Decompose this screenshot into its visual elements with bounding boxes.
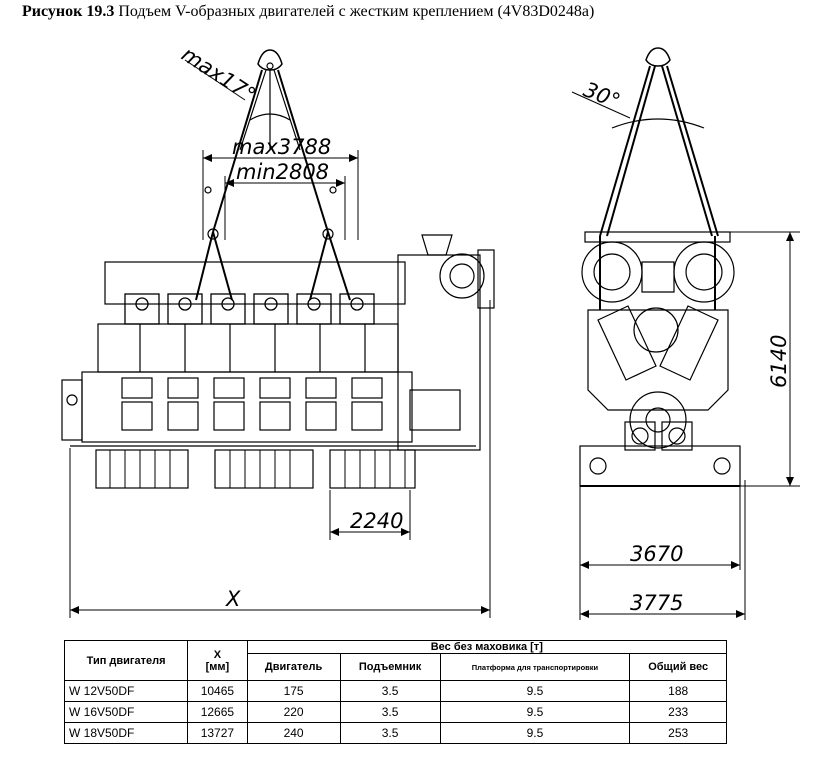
offset-label: 2240 xyxy=(350,509,403,533)
header-engine-type: Тип двигателя xyxy=(63,640,189,681)
header-total: Общий вес xyxy=(629,653,727,681)
end-view xyxy=(579,47,741,487)
cell-type: W 12V50DF xyxy=(63,680,189,702)
side-view xyxy=(61,49,495,489)
header-x-unit: [мм] xyxy=(205,660,230,673)
end-dimensions xyxy=(571,91,800,620)
cell-x: 13727 xyxy=(187,722,248,744)
min-width-label: min2808 xyxy=(236,160,329,184)
cell-type: W 16V50DF xyxy=(63,701,189,723)
max-angle-label: max17° xyxy=(177,42,260,107)
frame-ribs xyxy=(109,450,406,488)
header-lifter: Подъемник xyxy=(339,653,441,681)
cell-lifter: 3.5 xyxy=(339,722,441,744)
cell-engine: 240 xyxy=(246,722,341,744)
cell-platform: 9.5 xyxy=(439,722,631,744)
figure-number: Рисунок 19.3 xyxy=(22,3,115,20)
table-row: W 18V50DF 13727 240 3.5 9.5 253 xyxy=(63,722,727,744)
lifting-hook-side xyxy=(257,49,283,71)
sling-angle-label: 30° xyxy=(580,77,624,113)
length-label: X xyxy=(225,587,241,611)
figure-title: Подъем V-образных двигателей с жестким к… xyxy=(118,3,595,20)
cell-total: 188 xyxy=(629,680,727,702)
cell-lifter: 3.5 xyxy=(339,680,441,702)
header-engine: Двигатель xyxy=(246,653,341,681)
table-row: W 12V50DF 10465 175 3.5 9.5 188 xyxy=(63,680,727,702)
height-label: 6140 xyxy=(767,335,791,388)
cell-x: 12665 xyxy=(187,701,248,723)
table-row: W 16V50DF 12665 220 3.5 9.5 233 xyxy=(63,701,727,723)
cell-total: 233 xyxy=(629,701,727,723)
cylinder-heads xyxy=(124,293,375,325)
header-x-label: X xyxy=(213,648,222,661)
cell-x: 10465 xyxy=(187,680,248,702)
figure-caption: Рисунок 19.3 Подъем V-образных двигателе… xyxy=(22,3,594,21)
width-inner-label: 3670 xyxy=(630,542,683,566)
max-width-label: max3788 xyxy=(232,135,331,159)
width-outer-label: 3775 xyxy=(630,591,683,615)
lifting-hook-end xyxy=(645,47,671,67)
side-dimensions xyxy=(69,59,491,618)
cell-platform: 9.5 xyxy=(439,701,631,723)
weight-table: Тип двигателя X [мм] Вес без маховика [т… xyxy=(63,640,728,744)
cell-lifter: 3.5 xyxy=(339,701,441,723)
header-x: X [мм] xyxy=(187,640,248,681)
crankcase-doors xyxy=(121,377,383,431)
cell-platform: 9.5 xyxy=(439,680,631,702)
cell-total: 253 xyxy=(629,722,727,744)
cell-type: W 18V50DF xyxy=(63,722,189,744)
header-weight-group: Вес без маховика [т] xyxy=(246,640,728,654)
cell-engine: 175 xyxy=(246,680,341,702)
cell-engine: 220 xyxy=(246,701,341,723)
engine-lifting-drawing: max17° max3788 min2808 2240 X xyxy=(61,42,800,620)
header-platform: Платформа для транспортировки xyxy=(439,653,631,681)
